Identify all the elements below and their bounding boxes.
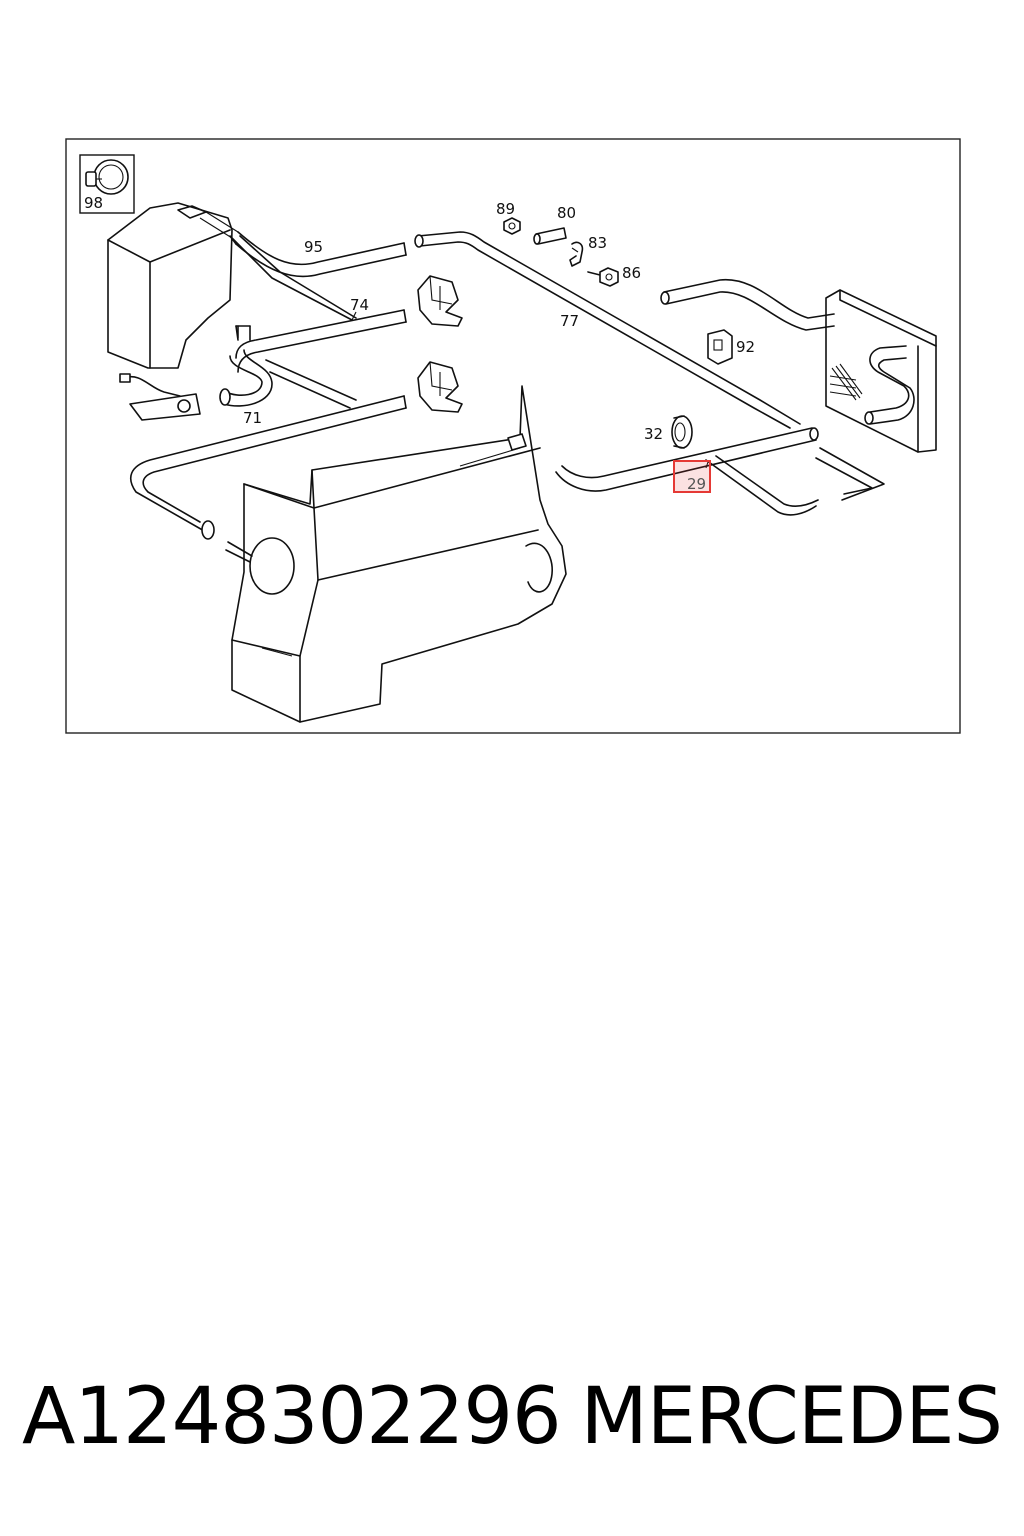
hose-29[interactable] [555,427,819,516]
engine-block [225,385,567,723]
callout-77[interactable]: 77 [560,312,579,330]
callout-92[interactable]: 92 [736,338,755,356]
heater-core [825,289,937,453]
lower-coolant-hose [129,395,407,540]
callout-95[interactable]: 95 [304,238,323,256]
callout-29[interactable]: 29 [687,475,706,493]
callout-86[interactable]: 86 [622,264,641,282]
expansion-tank [107,202,239,369]
callout-98[interactable]: 98 [84,194,103,212]
diagram-frame [65,138,961,734]
temperature-sensor [119,373,201,421]
heater-outlet-hose [864,345,915,425]
brand-name: MERCEDES [580,1372,1003,1462]
hose-74[interactable] [231,235,407,373]
valve-upper [417,275,463,327]
valve-lower [417,361,463,413]
part-83-clip[interactable] [569,241,584,267]
part-80-sleeve[interactable] [533,227,567,245]
part-86-bolt[interactable] [587,267,619,287]
callout-80[interactable]: 80 [557,204,576,222]
part-number: A1248302296 [22,1372,562,1462]
highlight-box-29[interactable] [673,460,711,493]
hose-71[interactable] [219,349,357,409]
callout-83[interactable]: 83 [588,234,607,252]
leader-lines [351,247,709,469]
callout-71[interactable]: 71 [243,409,262,427]
heater-inlet-hose [660,279,835,331]
pipe-77[interactable] [414,231,885,501]
part-98-clamp[interactable] [79,154,135,214]
callout-89[interactable]: 89 [496,200,515,218]
part-92-mount[interactable] [707,329,733,365]
callout-32[interactable]: 32 [644,425,663,443]
caption-bar: A1248302296 MERCEDES [0,1362,1024,1472]
part-89-nut[interactable] [503,217,521,235]
callout-74[interactable]: 74 [350,296,369,314]
part-32-grommet[interactable] [671,415,693,449]
